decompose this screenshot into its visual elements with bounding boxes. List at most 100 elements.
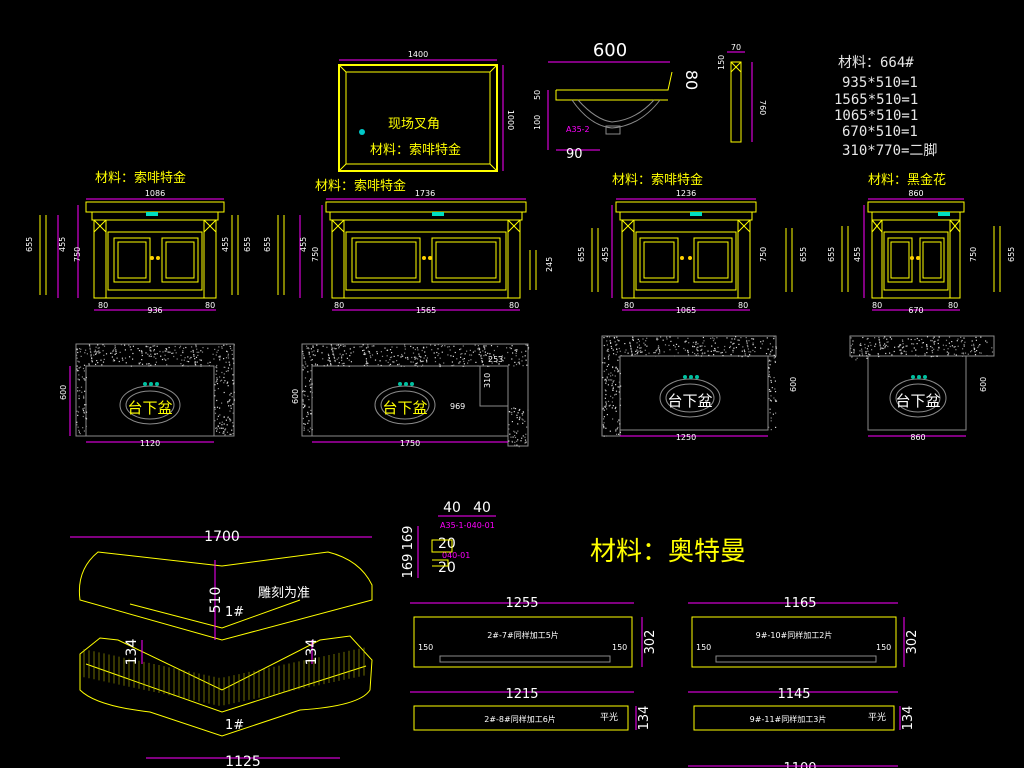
countertop-2-width: 1750: [400, 439, 420, 448]
basin-dim-100: 100: [533, 115, 542, 130]
hanger-icon: [359, 129, 365, 135]
profile-code-2: 040-01: [442, 551, 470, 560]
cabinet-2-side-l: 80: [334, 301, 344, 310]
cabinet-3: 材料：索啡特金 1236 1065 80 80 655 455 750 655: [577, 172, 808, 315]
countertop-1-width: 1120: [140, 439, 160, 448]
panel-2-inset-r: 150: [876, 643, 891, 652]
countertop-2-notch-w: 253: [488, 355, 503, 364]
knob-icon: [422, 256, 426, 260]
cabinet-1-h2: 455: [58, 237, 67, 252]
cabinet-1: 材料：索啡特金 1086 936 80 80 655 455 750 655 4…: [25, 170, 252, 315]
cabinet-4-top-width: 860: [908, 189, 923, 198]
countertop-2-offset: 969: [450, 402, 465, 411]
cabinet-2-material: 材料：索啡特金: [315, 178, 406, 194]
countertop-2: 台下盆 1750 600 253 310 969: [291, 343, 529, 448]
curved-top-depth: 510: [208, 587, 224, 614]
curved-top-bottom-width: 1125: [225, 754, 261, 768]
panel-3: 1215 2#-8#同样加工6片 平光 134: [410, 687, 652, 731]
otman-material-title: 材料：奥特曼: [590, 537, 746, 567]
knob-icon: [156, 256, 160, 260]
side-width: 70: [731, 43, 741, 52]
panel-3-height: 134: [637, 706, 652, 731]
mirror-width: 1400: [408, 50, 428, 59]
cabinet-1-h3: 750: [73, 247, 82, 262]
panel-2-inset-l: 150: [696, 643, 711, 652]
material-item-2: 1565*510=1: [834, 92, 918, 108]
countertop-2-notch-d: 310: [483, 373, 492, 388]
countertop-1-label: 台下盆: [127, 399, 172, 417]
knob-icon: [150, 256, 154, 260]
knob-icon: [916, 256, 920, 260]
panel-1-inset-r: 150: [612, 643, 627, 652]
material-item-5: 310*770=二脚: [842, 143, 937, 159]
cabinet-4-side-l: 80: [872, 301, 882, 310]
panel-4-label: 9#-11#同样加工3片: [750, 714, 827, 724]
profile-h1: 169: [401, 526, 416, 551]
basin-dim-50: 50: [533, 90, 542, 100]
basin-section: 600 80 A35-2 90 50 100: [533, 40, 701, 162]
countertop-2-label: 台下盆: [382, 399, 427, 417]
cabinet-4-h4: 655: [1007, 247, 1016, 262]
profile-w1: 40: [443, 500, 461, 516]
profile-h2: 169: [401, 554, 416, 579]
cabinet-2-h4: 245: [545, 257, 554, 272]
cabinet-3-body-width: 1065: [676, 306, 696, 315]
cabinet-4-h3: 750: [969, 247, 978, 262]
cabinet-4-material: 材料：黑金花: [868, 172, 946, 188]
profile-w2: 40: [473, 500, 491, 516]
basin-width: 600: [593, 40, 627, 61]
cabinet-1-side-l: 80: [98, 301, 108, 310]
cabinet-4-h1: 655: [827, 247, 836, 262]
countertop-1: 台下盆 1120 600: [59, 343, 235, 448]
basin-label: A35-2: [566, 125, 590, 134]
countertop-4: 台下盆 860 600: [849, 335, 995, 442]
partial-dimension: 1100: [783, 761, 816, 768]
countertop-2-depth: 600: [291, 389, 300, 404]
cabinet-4-h2: 455: [853, 247, 862, 262]
panel-1-height: 302: [643, 630, 658, 655]
countertop-3: 台下盆 1250 600: [601, 335, 798, 442]
cabinet-4-side-r: 80: [948, 301, 958, 310]
countertop-1-depth: 600: [59, 385, 68, 400]
knob-icon: [688, 256, 692, 260]
curved-top-edge-h1: 134: [124, 639, 140, 666]
cabinet-2-top-width: 1736: [415, 189, 435, 198]
cabinet-2-h2: 455: [299, 237, 308, 252]
mirror-height: 1000: [506, 110, 515, 130]
basin-rim: 80: [682, 70, 701, 90]
curved-top-edge-h2: 134: [304, 639, 320, 666]
panel-3-width: 1215: [505, 687, 538, 702]
cabinet-2-h1: 655: [263, 237, 272, 252]
cabinet-1-material: 材料：索啡特金: [95, 170, 186, 186]
side-elevation: 70 150 760: [717, 43, 767, 143]
panel-4-finish: 平光: [868, 711, 886, 723]
profile-d1: 20: [438, 536, 456, 552]
knob-icon: [910, 256, 914, 260]
mirror-field-note: 现场叉角: [388, 117, 440, 132]
cabinet-1-top-width: 1086: [145, 189, 165, 198]
panel-1-width: 1255: [505, 596, 538, 611]
side-dim-150: 150: [717, 55, 726, 70]
curved-top-width: 1700: [204, 529, 240, 545]
panel-1-label: 2#-7#同样加工5片: [487, 630, 559, 640]
cabinet-3-top-width: 1236: [676, 189, 696, 198]
cabinet-3-h2: 455: [601, 247, 610, 262]
mirror-frame: 1400 1000 现场叉角 材料：索啡特金: [338, 50, 515, 172]
panel-2-label: 9#-10#同样加工2片: [756, 630, 833, 640]
cabinet-2-side-r: 80: [509, 301, 519, 310]
countertop-3-width: 1250: [676, 433, 696, 442]
countertop-4-width: 860: [910, 433, 925, 442]
cabinet-2-body-width: 1565: [416, 306, 436, 315]
profile-detail: 40 40 A35-1-040-01 040-01 20 20 169 169: [401, 500, 496, 578]
material-item-1: 935*510=1: [842, 75, 918, 91]
side-dim-760: 760: [758, 100, 767, 115]
panel-4-height: 134: [901, 706, 916, 731]
panel-2-height: 302: [905, 630, 920, 655]
material-item-3: 1065*510=1: [834, 108, 918, 124]
granite-speckle: [76, 336, 994, 448]
panel-1: 1255 2#-7#同样加工5片 150 150 302: [410, 596, 658, 668]
countertop-3-depth: 600: [789, 377, 798, 392]
knob-icon: [680, 256, 684, 260]
cabinet-3-material: 材料：索啡特金: [612, 172, 703, 188]
knob-icon: [428, 256, 432, 260]
